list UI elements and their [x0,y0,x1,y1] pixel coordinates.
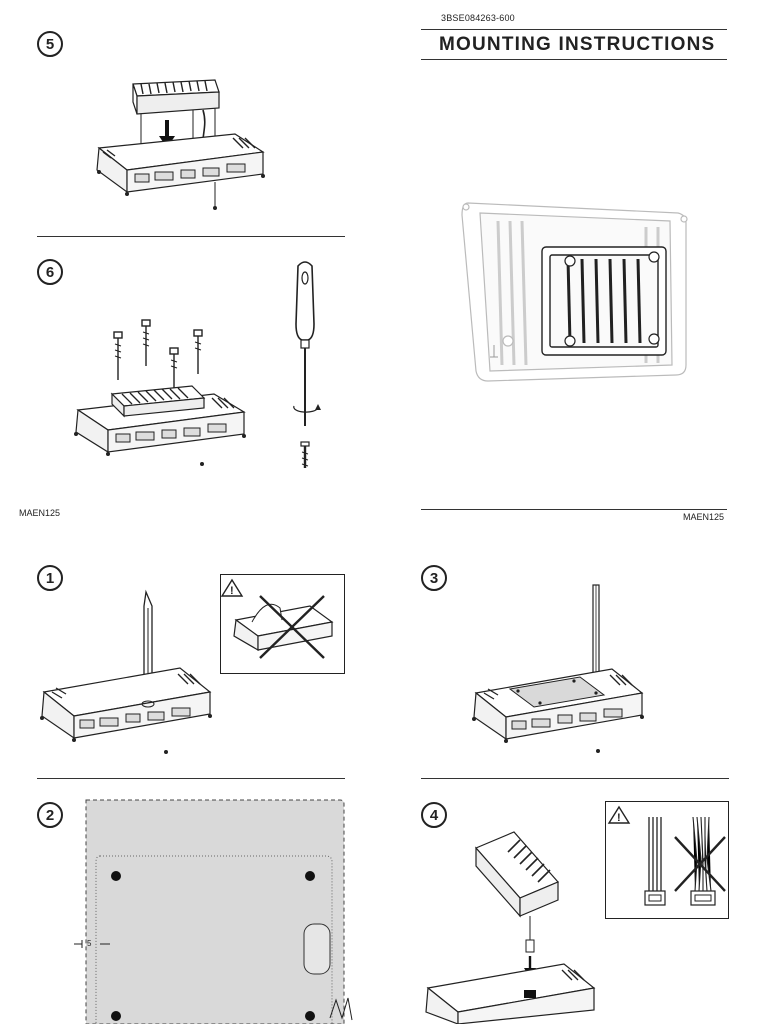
divider-3-4 [421,778,729,779]
screwdriver-illustration [293,261,321,468]
step-3-badge: 3 [421,565,447,591]
page-title: MOUNTING INSTRUCTIONS [439,34,716,55]
page-code-right: MAEN125 [683,512,725,522]
step-1-warning-box: ! [220,574,345,674]
step-1-illustration [40,589,212,754]
step-2-template-illustration [74,799,353,1024]
step-4-illustration [425,831,596,1024]
middle-rule-right [421,509,727,510]
step-4-badge: 4 [421,802,447,828]
page-code-left: MAEN125 [19,508,61,518]
step-5-illustration [96,79,265,210]
svg-text:!: ! [617,812,621,824]
document-number: 3BSE084263-600 [441,13,515,23]
divider-5-6 [37,236,345,237]
step-5-badge: 5 [37,31,63,57]
step-3-illustration [472,584,644,753]
margin-dimension-label: 5 [87,939,92,948]
step-6-badge: 6 [37,259,63,285]
divider-1-2 [37,778,345,779]
step-1-badge: 1 [37,565,63,591]
step-4-warning-box: ! [605,801,729,919]
enclosure-illustration [461,202,688,382]
title-rule-top [421,29,727,30]
step-6-illustration [74,319,246,466]
step-2-badge: 2 [37,802,63,828]
title-rule-bottom [421,59,727,60]
svg-text:!: ! [230,585,234,597]
